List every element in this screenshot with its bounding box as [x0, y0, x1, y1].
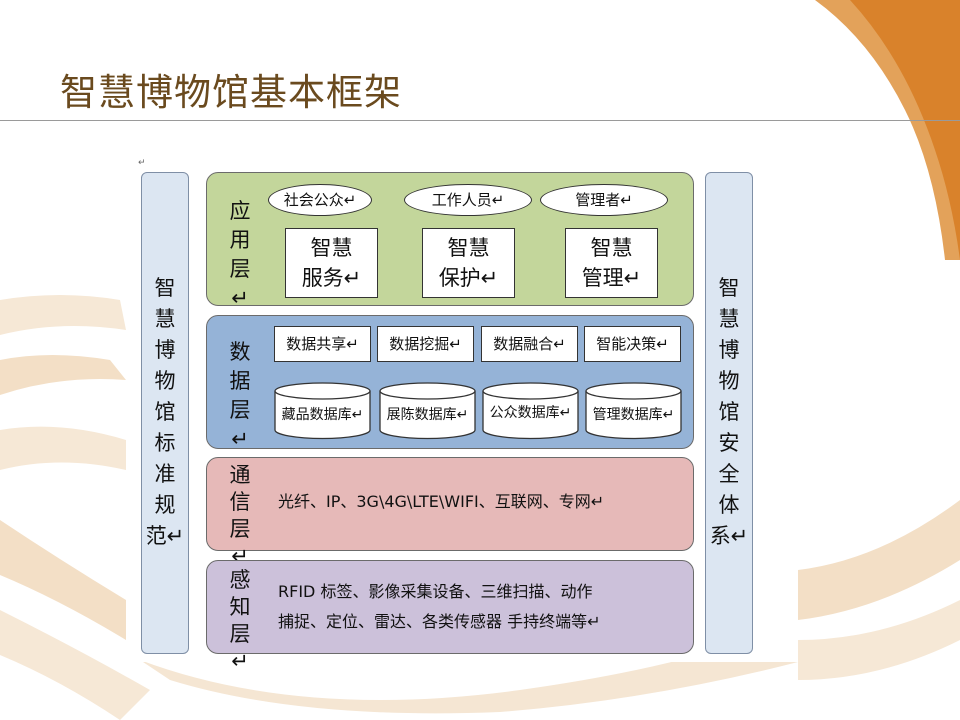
page-title: 智慧博物馆基本框架 [60, 71, 402, 114]
pillar-char: 博 [718, 338, 740, 362]
pillar-char: 物 [154, 369, 176, 393]
function-box-smart-decision: 智能决策↵ [584, 326, 681, 362]
pillar-char: 范↵ [145, 524, 185, 548]
layer-name-char: 层↵ [229, 257, 251, 310]
function-box-data-fusion: 数据融合↵ [481, 326, 578, 362]
layer-name: 应 用 层↵ [227, 197, 253, 313]
service-line: 服务↵ [301, 266, 362, 290]
standards-pillar: 智 慧 博 物 馆 标 准 规 范↵ [141, 172, 189, 654]
layer-name-char: 据 [229, 369, 251, 393]
database-label: 管理数据库↵ [592, 407, 675, 423]
pillar-char: 准 [154, 462, 176, 486]
service-box-smart-protection: 智慧 保护↵ [422, 228, 515, 298]
pillar-char: 标 [154, 431, 176, 455]
perception-line: RFID 标签、影像采集设备、三维扫描、动作 [278, 582, 593, 601]
pillar-char: 物 [718, 369, 740, 393]
layer-name-char: 信 [229, 490, 251, 514]
perception-text: RFID 标签、影像采集设备、三维扫描、动作 捕捉、定位、雷达、各类传感器 手持… [278, 577, 601, 637]
layer-name: 数 据 层↵ [227, 338, 253, 454]
cylinder-shape [585, 382, 682, 440]
pillar-char: 慧 [718, 307, 740, 331]
perception-line: 捕捉、定位、雷达、各类传感器 手持终端等↵ [278, 612, 601, 631]
service-box-smart-service: 智慧 服务↵ [285, 228, 378, 298]
layer-name-char: 应 [229, 199, 251, 223]
user-oval-public: 社会公众↵ [268, 184, 372, 216]
cylinder-shape [379, 382, 476, 440]
layer-name-char: 通 [229, 463, 251, 487]
pillar-label: 智 慧 博 物 馆 标 准 规 范↵ [142, 273, 188, 552]
database-cylinder-management: 管理数据库↵ [585, 382, 682, 440]
layer-name-char: 数 [229, 340, 251, 364]
pillar-char: 智 [154, 276, 176, 300]
layer-name: 通 信 层↵ [227, 462, 253, 570]
database-cylinder-exhibition: 展陈数据库↵ [379, 382, 476, 440]
security-pillar: 智 慧 博 物 馆 安 全 体 系↵ [705, 172, 753, 654]
cylinder-shape [482, 382, 579, 440]
database-cylinder-public: 公众数据库↵ [482, 382, 579, 440]
pillar-char: 安 [718, 431, 740, 455]
pillar-char: 博 [154, 338, 176, 362]
pillar-char: 系↵ [709, 524, 749, 548]
pillar-char: 智 [718, 276, 740, 300]
perception-layer: 感 知 层↵ [206, 560, 694, 673]
service-line: 智慧 [310, 236, 353, 260]
service-line: 保护↵ [438, 266, 499, 290]
pillar-char: 慧 [154, 307, 176, 331]
cylinder-shape [274, 382, 371, 440]
function-box-data-sharing: 数据共享↵ [274, 326, 371, 362]
pillar-char: 体 [718, 493, 740, 517]
layer-name-char: 知 [229, 595, 251, 619]
pillar-char: 馆 [718, 400, 740, 424]
database-cylinder-collection: 藏品数据库↵ [274, 382, 371, 440]
database-label: 展陈数据库↵ [386, 407, 469, 423]
layer-name: 感 知 层↵ [227, 567, 253, 675]
service-line: 管理↵ [581, 266, 642, 290]
function-box-data-mining: 数据挖掘↵ [377, 326, 474, 362]
service-box-smart-management: 智慧 管理↵ [565, 228, 658, 298]
database-label: 公众数据库↵ [489, 405, 572, 421]
layer-name-char: 层↵ [229, 622, 251, 673]
communication-layer: 通 信 层↵ [206, 457, 694, 568]
service-line: 智慧 [447, 236, 490, 260]
return-mark: ↵ [138, 158, 146, 168]
user-oval-staff: 工作人员↵ [404, 184, 532, 216]
user-oval-manager: 管理者↵ [540, 184, 668, 216]
communication-text: 光纤、IP、3G\4G\LTE\WIFI、互联网、专网↵ [278, 492, 605, 511]
database-label: 藏品数据库↵ [281, 407, 364, 423]
pillar-char: 规 [154, 493, 176, 517]
layer-name-char: 层↵ [229, 398, 251, 451]
layer-name-char: 感 [229, 568, 251, 592]
layer-name-char: 用 [229, 228, 251, 252]
pillar-char: 馆 [154, 400, 176, 424]
pillar-char: 全 [718, 462, 740, 486]
title-divider [0, 120, 960, 121]
service-line: 智慧 [590, 236, 633, 260]
pillar-label: 智 慧 博 物 馆 安 全 体 系↵ [706, 273, 752, 552]
